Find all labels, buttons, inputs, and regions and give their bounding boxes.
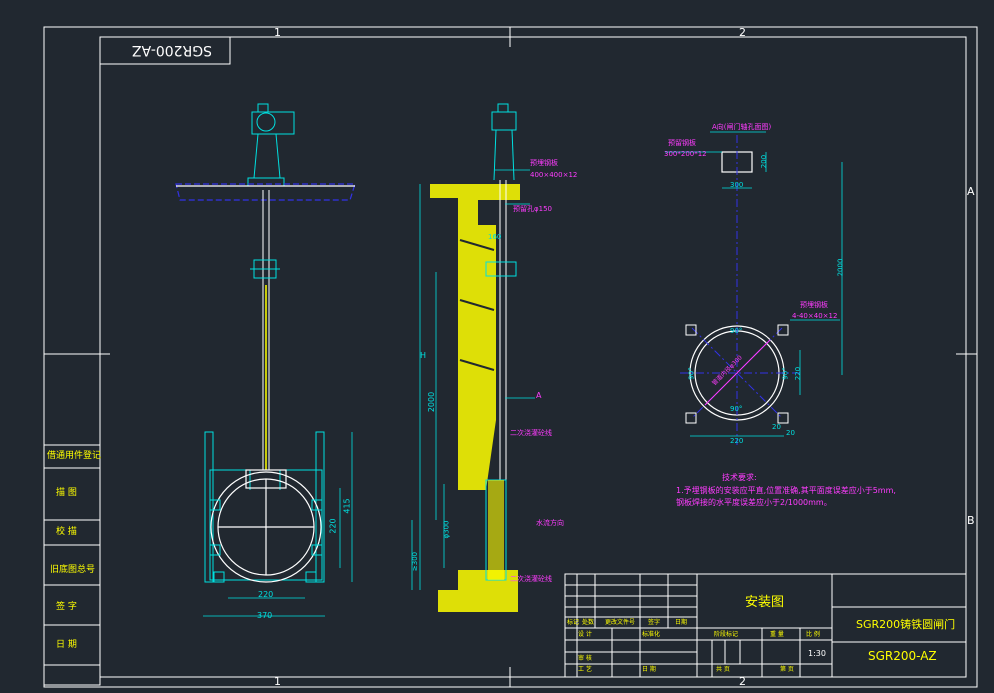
- plan-section-title: A向(闸门轴孔面图): [712, 123, 772, 131]
- side-dim-h: H: [420, 351, 427, 360]
- side-dim-phi300: φ300: [442, 520, 451, 539]
- front-view: [175, 103, 356, 617]
- plan-plate-size: 300*200*12: [664, 150, 707, 158]
- notes-line-2: 钢板焊接的水平度误差应小于2/1000mm。: [676, 498, 832, 507]
- plan-dim-220-side: 220: [794, 366, 803, 381]
- side-label-hole: 预留孔φ150: [513, 205, 552, 213]
- front-dim-220-bottom: 220: [258, 590, 274, 599]
- title-block-weight: 重 量: [770, 631, 784, 638]
- plan-dim-2000: 2000: [836, 258, 845, 277]
- zone-label-1-top: 1: [274, 26, 281, 39]
- side-label-plate: 预埋钢板: [530, 159, 558, 167]
- side-label-concrete-top: 二次浇灌砼线: [510, 429, 552, 437]
- title-block-header-sign: 签字: [648, 619, 661, 626]
- title-block-date: 日 期: [642, 666, 656, 673]
- plan-dim-200: 200: [760, 154, 769, 169]
- title-block-designer: 设 计: [578, 631, 592, 638]
- notes-title: 技术要求:: [722, 473, 757, 482]
- zone-label-1-bottom: 1: [274, 675, 281, 688]
- side-section-a: A: [536, 391, 542, 400]
- drawing-frame: [43, 26, 978, 688]
- title-block-review: 审 核: [578, 655, 592, 662]
- title-block-drawing-title: 安装图: [745, 595, 785, 610]
- front-dim-415: 415: [342, 498, 352, 514]
- sidebar-item-4: 签 字: [56, 602, 77, 612]
- plan-dim-220-bottom: 220: [730, 437, 744, 445]
- title-block-craft: 工 艺: [578, 666, 592, 673]
- plan-dim-20-a: 20: [772, 423, 781, 431]
- front-dim-370: 370: [257, 611, 273, 620]
- title-block-scale: 1:30: [808, 649, 826, 658]
- sidebar-item-3: 旧底图总号: [50, 565, 96, 575]
- title-block-header-count: 处数: [582, 619, 595, 626]
- plan-dim-300: 300: [730, 181, 744, 189]
- side-view: [411, 103, 535, 612]
- zone-label-2-top: 2: [739, 26, 746, 39]
- zone-label-2-bottom: 2: [739, 675, 746, 688]
- front-dim-220-side: 220: [328, 518, 338, 534]
- side-dim-300: ≥300: [411, 551, 420, 572]
- title-stamp: SGR200-AZ: [131, 42, 212, 58]
- sidebar-table: [43, 444, 101, 686]
- side-dim-160: 160: [488, 233, 502, 241]
- side-label-plate-size: 400×400×12: [530, 171, 578, 179]
- title-block-header-date: 日期: [675, 619, 688, 626]
- plan-dim-20-b: 20: [786, 429, 795, 437]
- plan-plate-label: 预留钢板: [668, 139, 696, 147]
- title-block-sheet: 第 页: [780, 666, 794, 673]
- zone-label-a: A: [967, 185, 975, 198]
- plan-angle-top: 90°: [730, 327, 743, 335]
- notes-line-1: 1.予埋钢板的安装应平直,位置准确,其平面度误差应小于5mm,: [676, 486, 896, 495]
- plan-angle-right: 90°: [781, 367, 790, 380]
- side-dim-2000: 2000: [427, 391, 437, 413]
- plan-plate2-size: 4-40×40×12: [792, 312, 838, 320]
- plan-angle-left: 90°: [687, 367, 696, 380]
- title-block-header-file: 更改文件号: [605, 619, 636, 626]
- title-block-product-name: SGR200铸铁圆闸门: [856, 618, 956, 631]
- sidebar-item-2: 校 描: [56, 527, 77, 537]
- title-block-ratio: 比 例: [806, 631, 820, 638]
- sidebar-item-5: 日 期: [56, 640, 77, 650]
- title-block-sheets: 共 页: [716, 666, 730, 673]
- title-block-drawing-number: SGR200-AZ: [868, 649, 937, 663]
- title-block-stage-mark: 阶段标记: [714, 631, 739, 638]
- title-block: [564, 573, 967, 678]
- plan-angle-bottom: 90°: [730, 405, 743, 413]
- plan-plate2-label: 预埋钢板: [800, 301, 828, 309]
- sidebar-item-1: 描 图: [56, 488, 77, 498]
- side-label-flow: 水流方向: [536, 519, 564, 527]
- title-block-standardized: 标准化: [642, 631, 661, 638]
- sidebar-item-0: 借通用件登记: [47, 451, 102, 461]
- plan-view: [665, 131, 843, 445]
- side-label-concrete-bottom: 二次浇灌砼线: [510, 575, 552, 583]
- title-block-header-mark: 标记: [567, 619, 580, 626]
- title-stamp-box: [99, 36, 231, 65]
- zone-label-b: B: [967, 514, 975, 527]
